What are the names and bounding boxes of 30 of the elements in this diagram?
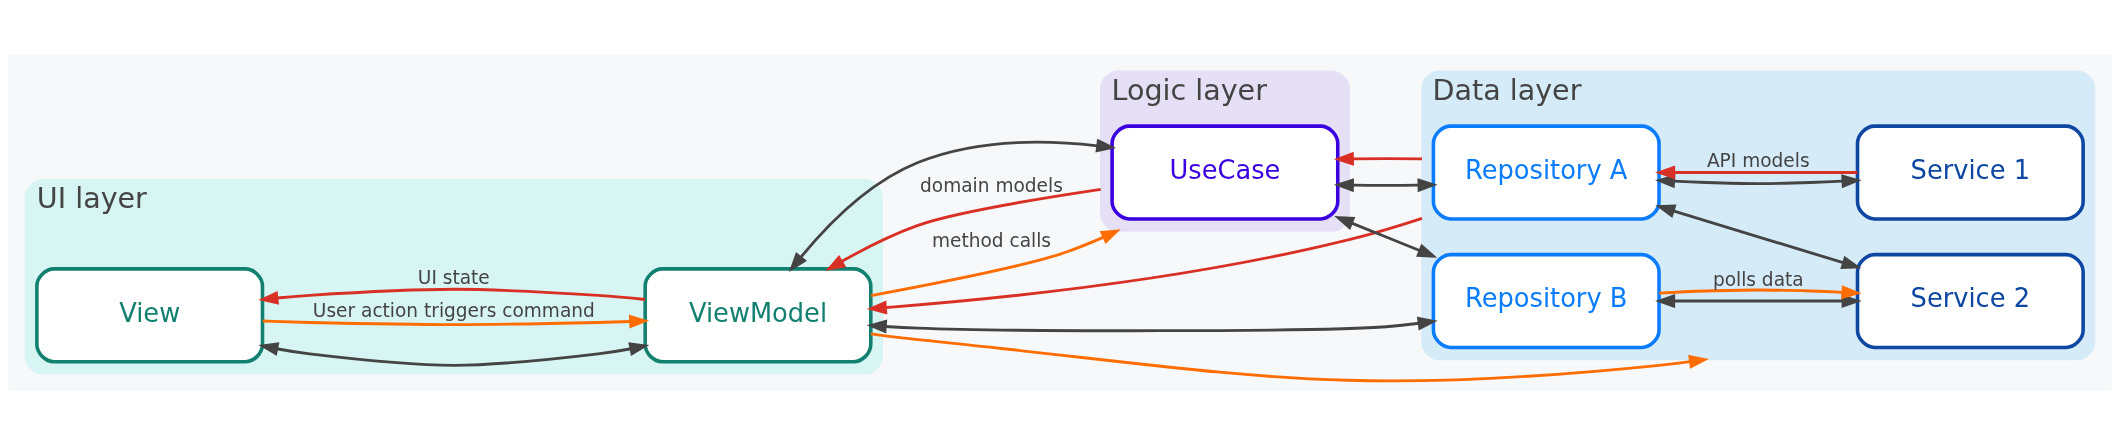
arrow — [1655, 204, 1862, 269]
arrow — [1655, 173, 1862, 188]
arrow — [262, 314, 650, 329]
node-box: Service 2 — [1855, 252, 2085, 349]
arrow — [258, 287, 646, 305]
edge-label: domain models — [920, 174, 1063, 196]
arrow — [1333, 151, 1422, 166]
arrow — [1334, 215, 1438, 258]
arrow — [1655, 293, 1862, 308]
edge-label: User action triggers command — [312, 299, 595, 321]
node-box: Service 1 — [1855, 123, 2085, 221]
arrow — [1333, 177, 1438, 192]
node-box: Repository A — [1431, 123, 1661, 221]
arrow — [258, 341, 650, 367]
node-box: UseCase — [1110, 123, 1340, 221]
edge-label: UI state — [417, 266, 490, 288]
arrow — [825, 187, 1101, 271]
arrow — [870, 331, 1709, 382]
arrow — [870, 228, 1121, 297]
edge-label: polls data — [1712, 268, 1804, 290]
node-box: View — [35, 266, 265, 363]
arrow — [866, 216, 1423, 314]
node-box: Repository B — [1431, 252, 1661, 349]
arrow — [1655, 165, 1858, 180]
node-box: ViewModel — [643, 266, 873, 363]
arrow — [1659, 284, 1862, 299]
edge-label: method calls — [931, 229, 1051, 251]
arrow — [788, 138, 1117, 272]
arrow — [866, 316, 1438, 334]
edge-label: API models — [1706, 149, 1810, 171]
